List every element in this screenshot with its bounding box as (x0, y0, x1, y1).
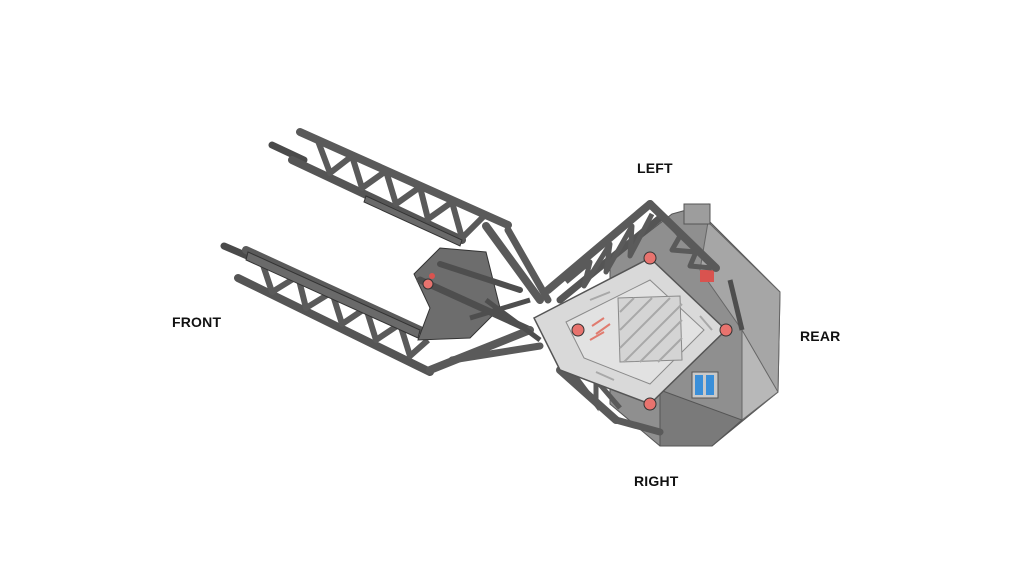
left-side-truss (544, 200, 745, 331)
corner-joint-icon (643, 397, 657, 411)
right-label: RIGHT (634, 473, 679, 489)
lower-front-truss (220, 242, 434, 376)
yoke-truss (413, 222, 552, 374)
corner-joint-icon (643, 251, 657, 265)
rear-label: REAR (800, 328, 841, 344)
plate-marking-icon (589, 317, 611, 341)
pivot-joint-icon (422, 278, 434, 290)
left-label: LEFT (637, 160, 673, 176)
front-label: FRONT (172, 314, 222, 330)
connector-icon (700, 270, 714, 282)
plate-ribbing (589, 291, 713, 381)
corner-joint-icon (571, 323, 585, 337)
payload-plate (532, 251, 733, 411)
right-side-truss (556, 366, 664, 436)
upper-front-truss (268, 128, 512, 247)
corner-joint-icon (719, 323, 733, 337)
